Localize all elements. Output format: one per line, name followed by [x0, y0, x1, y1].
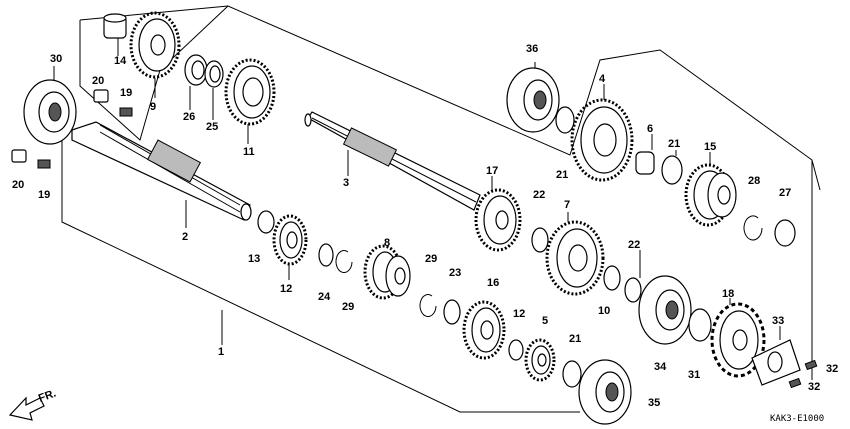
label-21-right: 21	[668, 138, 680, 150]
bolt-19-upper	[119, 107, 133, 117]
label-1: 1	[218, 346, 224, 358]
label-12-lower: 12	[513, 308, 525, 320]
washer-25	[204, 60, 224, 88]
bushing-12-lower	[508, 339, 524, 361]
bushing-6	[635, 151, 655, 175]
label-8: 8	[384, 237, 390, 249]
label-19-upper: 19	[120, 87, 132, 99]
label-16: 16	[487, 277, 499, 289]
washer-24	[318, 243, 334, 267]
bolt-32-upper	[804, 359, 818, 371]
label-24: 24	[318, 291, 331, 303]
gear-16	[462, 300, 506, 360]
label-6: 6	[647, 123, 653, 135]
label-30: 30	[50, 53, 62, 65]
label-17: 17	[486, 165, 498, 177]
gear-17	[474, 188, 522, 252]
washer-27	[774, 219, 796, 247]
label-27: 27	[779, 187, 791, 199]
gear-4	[570, 98, 634, 182]
seal-31	[688, 308, 712, 342]
label-18: 18	[722, 288, 734, 300]
gear-11	[224, 58, 276, 126]
bearing-35	[578, 359, 632, 425]
gear-12-upper	[272, 214, 308, 266]
label-32-lower: 32	[808, 381, 820, 393]
leader-lines	[53, 38, 781, 345]
label-9: 9	[150, 101, 156, 113]
washer-22-upper	[531, 227, 549, 253]
bushing-13	[257, 210, 275, 234]
label-29-upper: 29	[342, 301, 354, 313]
label-20-lower: 20	[12, 179, 24, 191]
label-22-lower: 22	[628, 239, 640, 251]
bearing-30	[23, 79, 77, 145]
collar-14	[103, 13, 127, 39]
washer-23	[443, 299, 461, 325]
circlip-29-lower	[419, 294, 437, 318]
washer-22-lower	[624, 277, 642, 303]
bushing-10	[603, 265, 621, 291]
label-31: 31	[688, 369, 700, 381]
direction-label: FR.	[37, 387, 58, 404]
label-3: 3	[343, 177, 349, 189]
gear-8	[363, 244, 411, 300]
label-10: 10	[598, 305, 610, 317]
figure-code: KAK3-E1000	[770, 414, 824, 424]
label-2: 2	[182, 231, 188, 243]
label-25: 25	[206, 121, 218, 133]
label-5: 5	[542, 315, 548, 327]
label-35: 35	[648, 397, 660, 409]
washer-21-right	[661, 155, 683, 185]
label-11: 11	[243, 146, 255, 158]
label-36: 36	[526, 43, 538, 55]
label-14: 14	[114, 55, 127, 67]
label-13: 13	[248, 253, 260, 265]
label-28: 28	[748, 175, 760, 187]
label-7: 7	[564, 199, 570, 211]
bolt-19-lower	[37, 159, 51, 169]
set-plate-20-upper	[93, 89, 109, 103]
washer-21-upper	[555, 106, 575, 134]
bolt-32-lower	[788, 377, 802, 389]
label-29-lower: 29	[425, 253, 437, 265]
label-20-upper: 20	[92, 75, 104, 87]
bushing-26	[184, 54, 208, 86]
callout-labels: 14 9 26 25 11 30 20 19 20 19 2 3 13 12 2…	[12, 43, 838, 409]
circlip-29-upper	[335, 250, 353, 274]
label-32-upper: 32	[826, 363, 838, 375]
label-21-upper: 21	[556, 169, 568, 181]
gear-15	[684, 163, 737, 227]
label-12-upper: 12	[280, 283, 292, 295]
bearing-36	[506, 67, 560, 133]
assembly-outline	[61, 140, 580, 413]
label-21-lower: 21	[569, 333, 581, 345]
circlip-28	[743, 215, 763, 241]
label-4: 4	[599, 73, 606, 85]
label-22-upper: 22	[533, 189, 545, 201]
gear-9	[129, 11, 181, 79]
sprocket-18	[710, 302, 766, 378]
subassembly-box	[79, 5, 229, 141]
label-26: 26	[183, 111, 195, 123]
label-19-lower: 19	[38, 189, 50, 201]
label-34: 34	[654, 361, 667, 373]
label-23: 23	[449, 267, 461, 279]
mainshaft	[304, 111, 481, 211]
gear-5	[524, 338, 556, 382]
front-direction-arrow: FR.	[8, 387, 58, 421]
gear-7	[545, 220, 605, 296]
label-33: 33	[772, 315, 784, 327]
label-15: 15	[704, 141, 716, 153]
fixing-plate-33	[751, 339, 801, 386]
countershaft	[71, 121, 252, 221]
bearing-34	[638, 275, 692, 345]
washer-21-lower	[562, 360, 582, 388]
set-plate-20-lower	[11, 149, 27, 163]
